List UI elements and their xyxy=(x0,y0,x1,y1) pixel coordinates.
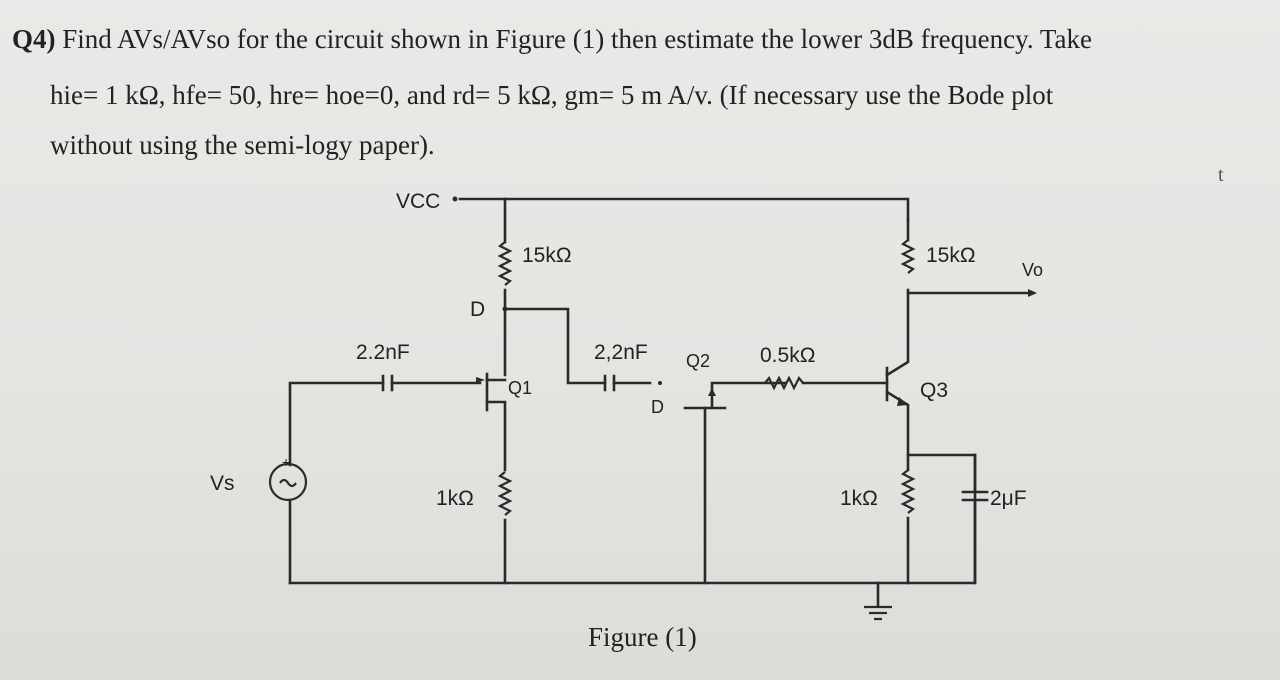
ground-rail xyxy=(288,453,977,585)
question-line-3: without using the semi-logy paper). xyxy=(50,130,435,160)
question-number: Q4) xyxy=(12,24,56,54)
q3-collector xyxy=(885,288,910,377)
label-d-q1: D xyxy=(470,298,485,321)
q2-drain-wire xyxy=(710,381,787,410)
resistor-rb xyxy=(764,375,804,391)
resistor-re xyxy=(900,469,916,514)
capacitor-c2 xyxy=(603,374,616,392)
resistor-r1 xyxy=(497,241,513,286)
label-rc: 15kΩ xyxy=(926,244,976,267)
figure-caption: Figure (1) xyxy=(588,622,697,652)
q1-gate-arrow xyxy=(476,377,485,383)
label-vo: Vo xyxy=(1022,260,1043,280)
label-q3: Q3 xyxy=(920,379,948,402)
stray-mark: t xyxy=(1218,164,1224,186)
label-re: 1kΩ xyxy=(840,487,878,510)
q2-gate-arrow xyxy=(708,388,716,396)
label-c2: 2,2nF xyxy=(594,341,648,364)
label-r1: 15kΩ xyxy=(522,244,572,267)
question-text-1: Find AVs/AVso for the circuit shown in F… xyxy=(62,24,1092,54)
capacitor-c1 xyxy=(381,374,394,392)
label-c1: 2.2nF xyxy=(356,341,410,364)
vs-sine-icon xyxy=(279,478,297,488)
label-q2: Q2 xyxy=(686,351,710,371)
label-rb: 0.5kΩ xyxy=(760,344,815,367)
label-vs: Vs xyxy=(210,472,235,495)
label-d-q2: D xyxy=(651,397,664,417)
q2-drain-dot xyxy=(658,381,662,385)
ground-icon xyxy=(864,605,892,621)
resistor-rs1 xyxy=(497,471,513,516)
vcc-terminal xyxy=(452,196,458,202)
label-rs1: 1kΩ xyxy=(436,487,474,510)
vcc-rail xyxy=(458,197,910,222)
label-q1: Q1 xyxy=(508,378,532,398)
question-line-2: hie= 1 kΩ, hfe= 50, hre= hoe=0, and rd= … xyxy=(50,80,1054,110)
capacitor-ce xyxy=(961,490,989,502)
q3-emitter-arrow xyxy=(897,397,908,406)
q1-terminals xyxy=(485,378,507,472)
label-vcc: VCC xyxy=(396,190,440,213)
resistor-rc xyxy=(900,239,916,274)
question-line-1: Q4) Find AVs/AVso for the circuit shown … xyxy=(12,24,1092,55)
vs-plus-sign: + xyxy=(282,454,290,470)
vs-source xyxy=(268,462,308,502)
label-ce: 2μF xyxy=(990,487,1027,510)
q1-drain-to-c2-wire xyxy=(503,307,607,385)
vs-to-c1-wire xyxy=(288,381,385,467)
vo-arrow xyxy=(1028,289,1037,297)
